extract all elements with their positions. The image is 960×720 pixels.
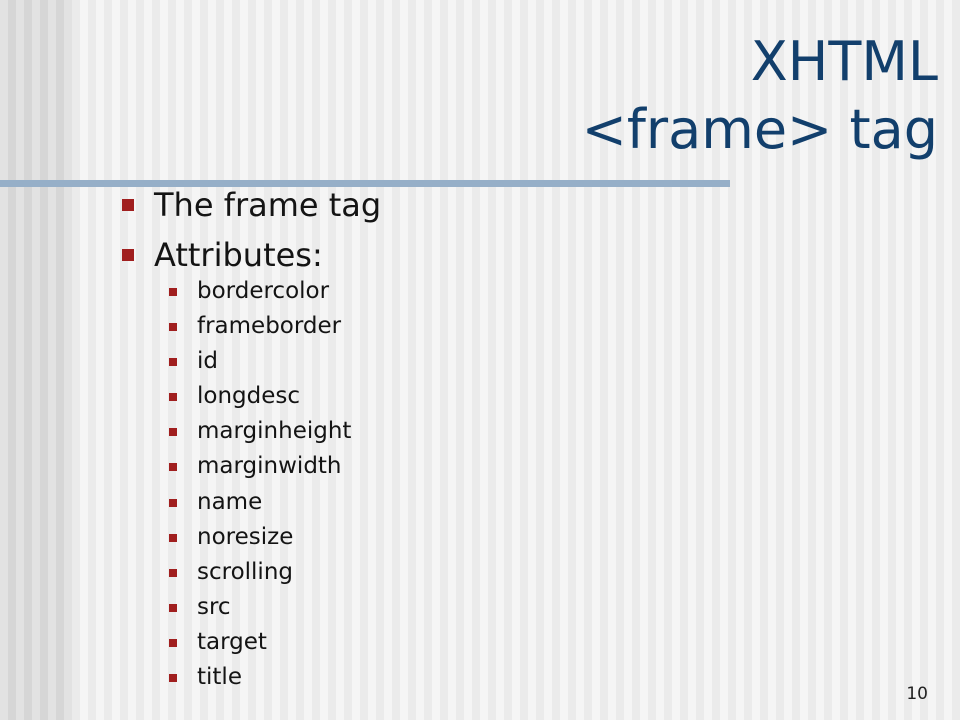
square-bullet-icon (169, 603, 177, 612)
attribute-item: longdesc (166, 379, 351, 414)
attribute-item: marginheight (166, 414, 351, 449)
title-divider (0, 180, 730, 187)
slide-title: XHTML <frame> tag (582, 28, 938, 164)
square-bullet-icon (169, 393, 177, 402)
square-bullet-icon (169, 358, 177, 367)
attribute-text: target (197, 628, 267, 655)
square-bullet-icon (169, 674, 177, 683)
attribute-item: bordercolor (166, 274, 351, 309)
attribute-item: frameborder (166, 309, 351, 344)
attribute-text: scrolling (197, 558, 293, 585)
bullet-item: Attributes: (118, 230, 381, 280)
square-bullet-icon (169, 428, 177, 437)
bullet-text: Attributes: (154, 236, 323, 274)
slide-title-line-2: <frame> tag (581, 98, 938, 161)
attribute-item: marginwidth (166, 449, 351, 484)
square-bullet-icon (169, 638, 177, 647)
attribute-text: frameborder (197, 313, 342, 340)
page-number: 10 (906, 684, 928, 704)
square-bullet-icon (122, 249, 134, 261)
attribute-text: title (197, 664, 242, 691)
attribute-item: title (166, 660, 351, 695)
attribute-text: longdesc (197, 383, 301, 410)
attribute-item: scrolling (166, 555, 351, 590)
bullet-text: The frame tag (154, 186, 382, 224)
square-bullet-icon (169, 498, 177, 507)
bullet-item: The frame tag (118, 180, 381, 230)
square-bullet-icon (169, 288, 177, 296)
square-bullet-icon (169, 463, 177, 472)
attribute-item: src (166, 590, 351, 625)
attribute-text: src (197, 593, 231, 620)
attribute-item: noresize (166, 520, 351, 555)
attribute-item: target (166, 625, 351, 660)
background-left-band (0, 0, 72, 720)
attribute-item: id (166, 344, 351, 379)
square-bullet-icon (169, 568, 177, 577)
attribute-item: name (166, 485, 351, 520)
attribute-text: id (197, 348, 218, 375)
attribute-list: bordercolor frameborder id longdesc marg… (166, 274, 351, 695)
slide-title-line-1: XHTML (750, 30, 938, 93)
attribute-text: name (197, 488, 263, 515)
square-bullet-icon (122, 199, 134, 211)
attribute-text: marginheight (197, 418, 352, 445)
square-bullet-icon (169, 323, 177, 332)
attribute-text: marginwidth (197, 453, 342, 480)
attribute-text: noresize (197, 523, 294, 550)
attribute-text: bordercolor (197, 278, 330, 304)
main-bullet-list: The frame tag Attributes: (118, 180, 381, 280)
square-bullet-icon (169, 533, 177, 542)
